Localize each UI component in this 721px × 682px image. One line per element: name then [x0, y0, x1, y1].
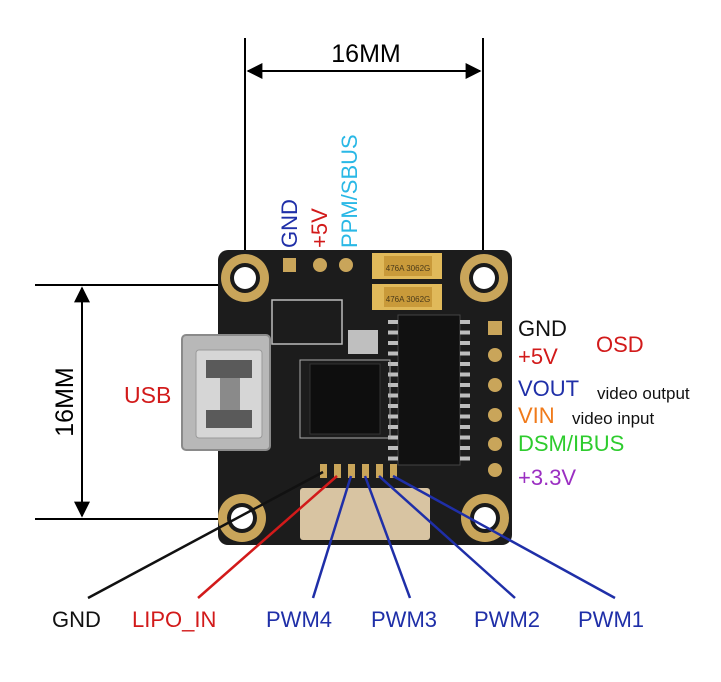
top-dimension: 16MM [244, 38, 484, 272]
small-chip [348, 330, 378, 354]
bottom-pin-label-pwm3: PWM3 [371, 607, 437, 632]
top-pin-label-5v: +5V [307, 208, 332, 248]
bottom-pads [320, 464, 397, 478]
osd-label: OSD [596, 332, 644, 357]
right-pin-note-vout: video output [597, 384, 690, 403]
chip-lead [460, 425, 470, 429]
mounting-hole-top-right [460, 254, 508, 302]
leader-line-pwm3 [363, 475, 412, 599]
pad-5v-top [313, 258, 327, 272]
chip-lead [460, 456, 470, 461]
top-pin-label-gnd: GND [277, 199, 302, 248]
mounting-hole-bottom-left [218, 494, 266, 542]
chip-lead [388, 320, 398, 324]
leader-line-gnd [87, 470, 324, 600]
chip-lead [460, 362, 470, 366]
chip-lead [388, 425, 398, 429]
pad-pwm1 [390, 464, 397, 478]
pad-gnd-bottom [320, 464, 327, 478]
chip-lead [460, 320, 470, 324]
leader-line-pwm1 [392, 474, 616, 600]
top-pads [283, 258, 353, 272]
top-pin-label-ppm-sbus: PPM/SBUS [337, 134, 362, 248]
capacitor-marking: 476A 3062G [386, 295, 430, 304]
chip-lead [460, 351, 470, 356]
capacitor-2: 476A 3062G [372, 284, 442, 310]
osd-chip-leads-left [388, 320, 398, 461]
right-pin-labels: GND +5V OSD VOUT video output VIN video … [518, 316, 690, 490]
pad-ppm-sbus [339, 258, 353, 272]
bottom-pin-label-gnd: GND [52, 607, 101, 632]
pad-5v-right [488, 348, 502, 362]
chip-lead [388, 456, 398, 461]
bottom-pin-labels: GND LIPO_IN PWM4 PWM3 PWM2 PWM1 [52, 607, 644, 632]
bottom-leader-lines [87, 470, 616, 600]
usb-connector [181, 334, 271, 451]
chip-lead [460, 372, 470, 377]
pad-gnd-top [283, 258, 296, 272]
bottom-pin-label-lipo-in: LIPO_IN [132, 607, 216, 632]
capacitor-1: 476A 3062G [372, 253, 442, 279]
left-dimension: 16MM [35, 284, 240, 520]
pad-vin [488, 408, 502, 422]
chip-lead [460, 446, 470, 450]
capacitor-marking: 476A 3062G [386, 264, 430, 273]
osd-chip [388, 314, 470, 466]
pad-dsm-ibus [488, 437, 502, 451]
right-pin-label-5v: +5V [518, 344, 558, 369]
chip-lead [388, 351, 398, 356]
bottom-pin-label-pwm4: PWM4 [266, 607, 332, 632]
chip-lead [460, 383, 470, 387]
chip-lead [388, 362, 398, 366]
flight-controller-board: 476A 3062G 476A 3062G [181, 250, 512, 545]
bottom-pin-label-pwm1: PWM1 [578, 607, 644, 632]
pad-vout [488, 378, 502, 392]
height-dimension-label: 16MM [51, 367, 79, 436]
right-pin-label-vout: VOUT [518, 376, 579, 401]
chip-lead [460, 393, 470, 398]
leader-line-pwm4 [311, 475, 353, 599]
chip-lead [388, 404, 398, 408]
bottom-connector [300, 488, 430, 540]
chip-lead [388, 435, 398, 440]
chip-lead [388, 372, 398, 377]
chip-lead [388, 341, 398, 345]
right-pin-label-3v3: +3.3V [518, 465, 576, 490]
pad-pwm2 [376, 464, 383, 478]
bottom-pin-label-pwm2: PWM2 [474, 607, 540, 632]
width-dimension-label: 16MM [331, 40, 400, 68]
mcu-chip [299, 359, 391, 439]
right-pin-label-dsm-ibus: DSM/IBUS [518, 431, 624, 456]
chip-lead [388, 330, 398, 335]
osd-chip-leads-right [460, 320, 470, 461]
chip-lead [460, 404, 470, 408]
chip-lead [460, 330, 470, 335]
chip-lead [388, 446, 398, 450]
chip-lead [460, 435, 470, 440]
top-pin-labels: GND +5V PPM/SBUS [277, 134, 362, 248]
leader-line-lipo-in [197, 475, 338, 599]
silkscreen-outline [271, 299, 343, 345]
chip-lead [388, 393, 398, 398]
chip-lead [460, 414, 470, 419]
usb-label: USB [124, 382, 171, 408]
right-pin-label-gnd: GND [518, 316, 567, 341]
mounting-hole-top-left [221, 254, 269, 302]
chip-lead [388, 414, 398, 419]
leader-line-pwm2 [378, 475, 516, 599]
pad-gnd-right [488, 321, 502, 335]
right-pads [488, 321, 502, 477]
pad-3v3 [488, 463, 502, 477]
chip-lead [388, 383, 398, 387]
pad-pwm4 [348, 464, 355, 478]
right-pin-note-vin: video input [572, 409, 655, 428]
chip-lead [460, 341, 470, 345]
right-pin-label-vin: VIN [518, 403, 555, 428]
pad-lipo-in [334, 464, 341, 478]
pad-pwm3 [362, 464, 369, 478]
mounting-hole-bottom-right [461, 494, 509, 542]
